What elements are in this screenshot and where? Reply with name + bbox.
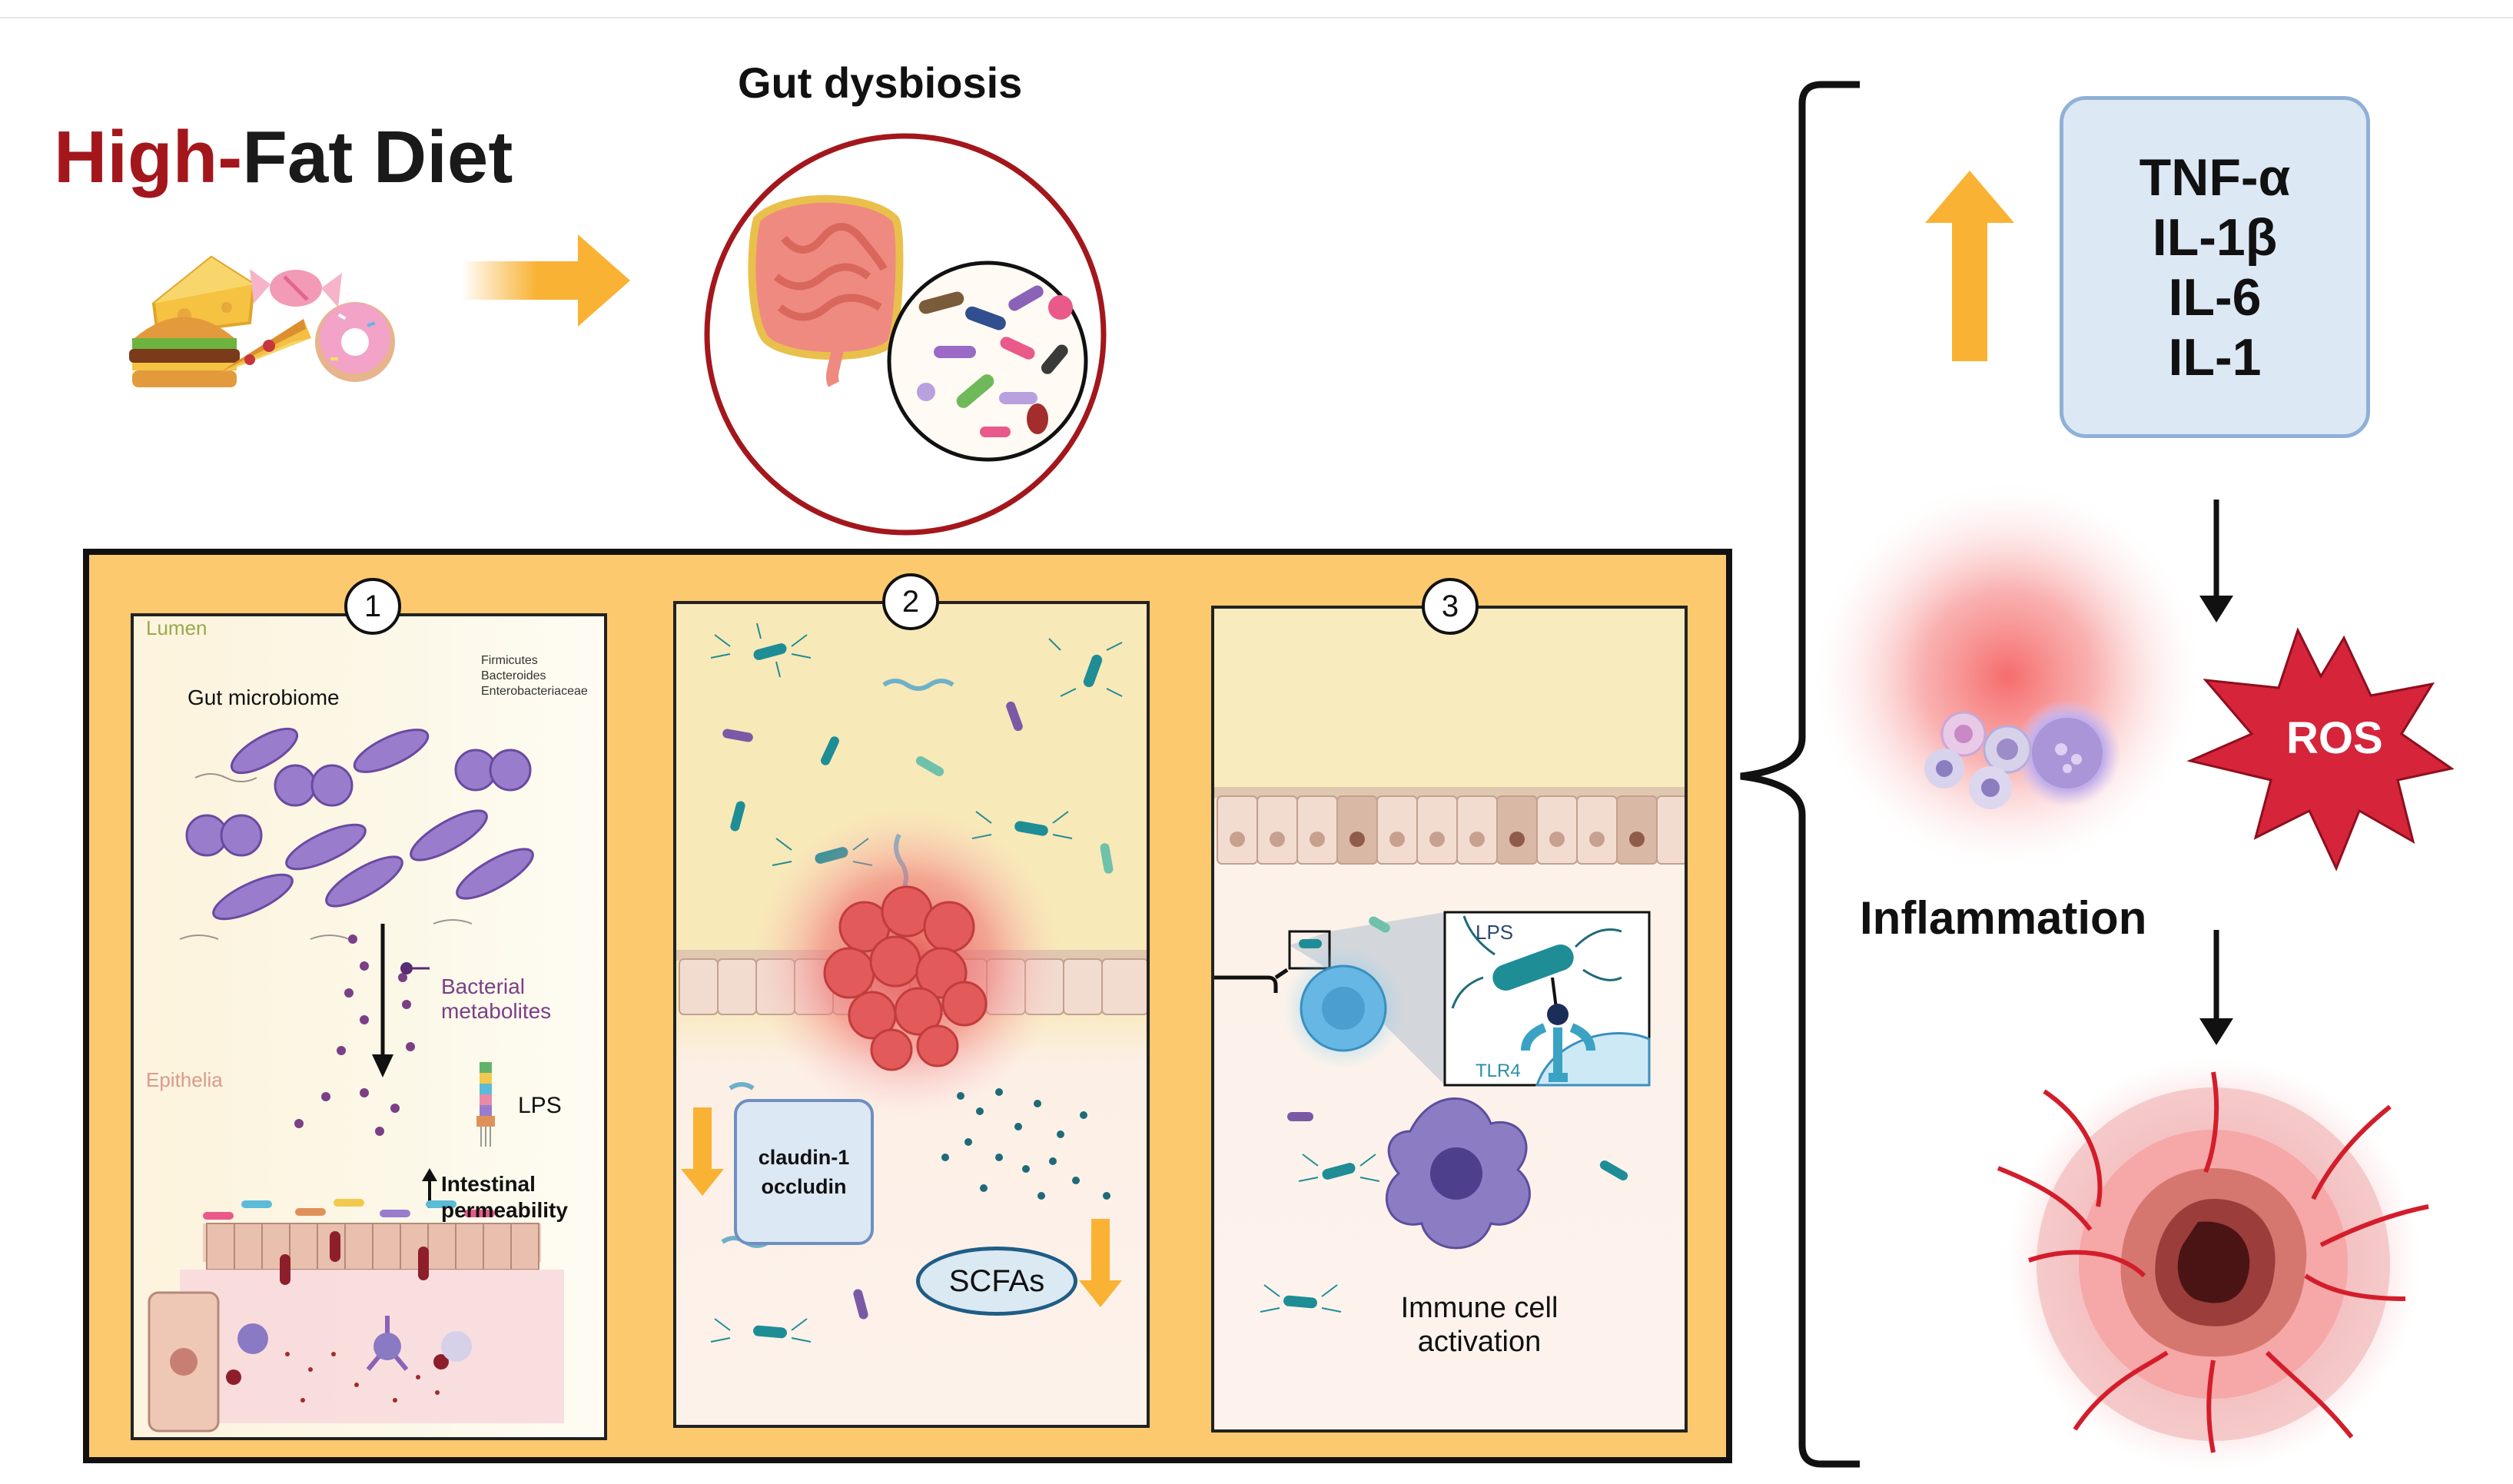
bacteria-icon [917, 285, 1073, 437]
metabolites-line2: metabolites [441, 999, 552, 1023]
inflammation-illustration [1815, 484, 2199, 868]
cytokine-il1b: IL-1β [2152, 207, 2278, 267]
panel-3: LPS TLR4 Immune cell activation [1211, 606, 1688, 1433]
permeability-line2: permeability [441, 1198, 568, 1222]
inflammation-label: Inflammation [1860, 892, 2147, 944]
metabolites-label: Bacterial metabolites [441, 974, 551, 1024]
up-arrow-icon [1925, 171, 2014, 361]
ros-burst [2186, 627, 2455, 871]
tight-junction-box: claudin-1 occludin [734, 1099, 874, 1245]
lps-inset-label: LPS [1476, 921, 1514, 944]
cytokine-tnf: TNF-α [2139, 148, 2291, 207]
occludin-label: occludin [761, 1175, 847, 1198]
down-arrow-icon [2199, 500, 2233, 622]
panel-number-2: 2 [882, 573, 939, 630]
taxon-firmicutes: Firmicutes [481, 654, 538, 667]
diet-title: High-Fat Diet [54, 115, 513, 200]
diet-title-high: High- [54, 116, 243, 198]
permeability-label: Intestinal permeability [441, 1171, 568, 1223]
permeability-line1: Intestinal [441, 1172, 536, 1196]
dysbiosis-title: Gut dysbiosis [738, 58, 1023, 107]
cytokine-il1: IL-1 [2168, 327, 2262, 387]
pizza-icon [219, 319, 311, 373]
panel-3-illustration [1214, 787, 1685, 1313]
activation-line1: Immune cell [1400, 1292, 1559, 1324]
lps-label: LPS [518, 1093, 562, 1118]
tumor-icon [1997, 1057, 2429, 1472]
cytokine-il6: IL-6 [2168, 267, 2262, 327]
panel-1: Lumen Gut microbiome Firmicutes Bacteroi… [131, 613, 607, 1440]
tlr4-label: TLR4 [1476, 1061, 1521, 1081]
burger-icon [129, 317, 240, 387]
panel-2-illustration [676, 622, 1147, 1343]
ros-label: ROS [2286, 713, 2383, 763]
panel-number-1: 1 [344, 578, 401, 635]
cytokine-box: TNF-α IL-1β IL-6 IL-1 [2060, 96, 2370, 438]
panel-1-illustration [148, 727, 564, 1433]
panel-number-3: 3 [1422, 578, 1479, 635]
panel-2 [673, 601, 1150, 1428]
taxa-list: Firmicutes Bacteroides Enterobacteriacea… [481, 653, 588, 699]
receptor-icon [1521, 1023, 1595, 1082]
top-divider [0, 17, 2513, 18]
immune-cell-icon [1924, 711, 2032, 809]
metabolites-line1: Bacterial [441, 974, 525, 998]
right-arrow-icon [461, 234, 630, 327]
scfa-badge: SCFAs [916, 1247, 1077, 1316]
epithelia-label: Epithelia [146, 1068, 223, 1091]
lumen-label: Lumen [146, 616, 207, 639]
donut-icon [315, 302, 395, 382]
activation-label: Immune cell activation [1368, 1291, 1591, 1359]
taxon-bacteroides: Bacteroides [481, 669, 546, 682]
down-arrow-icon [2199, 930, 2233, 1045]
down-orange-arrow-icon [1079, 1219, 1122, 1307]
bracket [1740, 81, 1860, 1468]
intestine-icon [748, 194, 904, 387]
claudin-label: claudin-1 [758, 1146, 850, 1169]
diet-title-fat: Fat Diet [242, 116, 513, 198]
down-orange-arrow-icon [681, 1107, 724, 1196]
gut-dysbiosis-illustration [704, 133, 1107, 536]
taxon-enterobacteriaceae: Enterobacteriaceae [481, 685, 588, 698]
microbiome-label: Gut microbiome [188, 686, 340, 709]
candy-icon [250, 269, 342, 307]
immune-cell-icon [1385, 1097, 1531, 1250]
activation-line2: activation [1417, 1326, 1542, 1358]
